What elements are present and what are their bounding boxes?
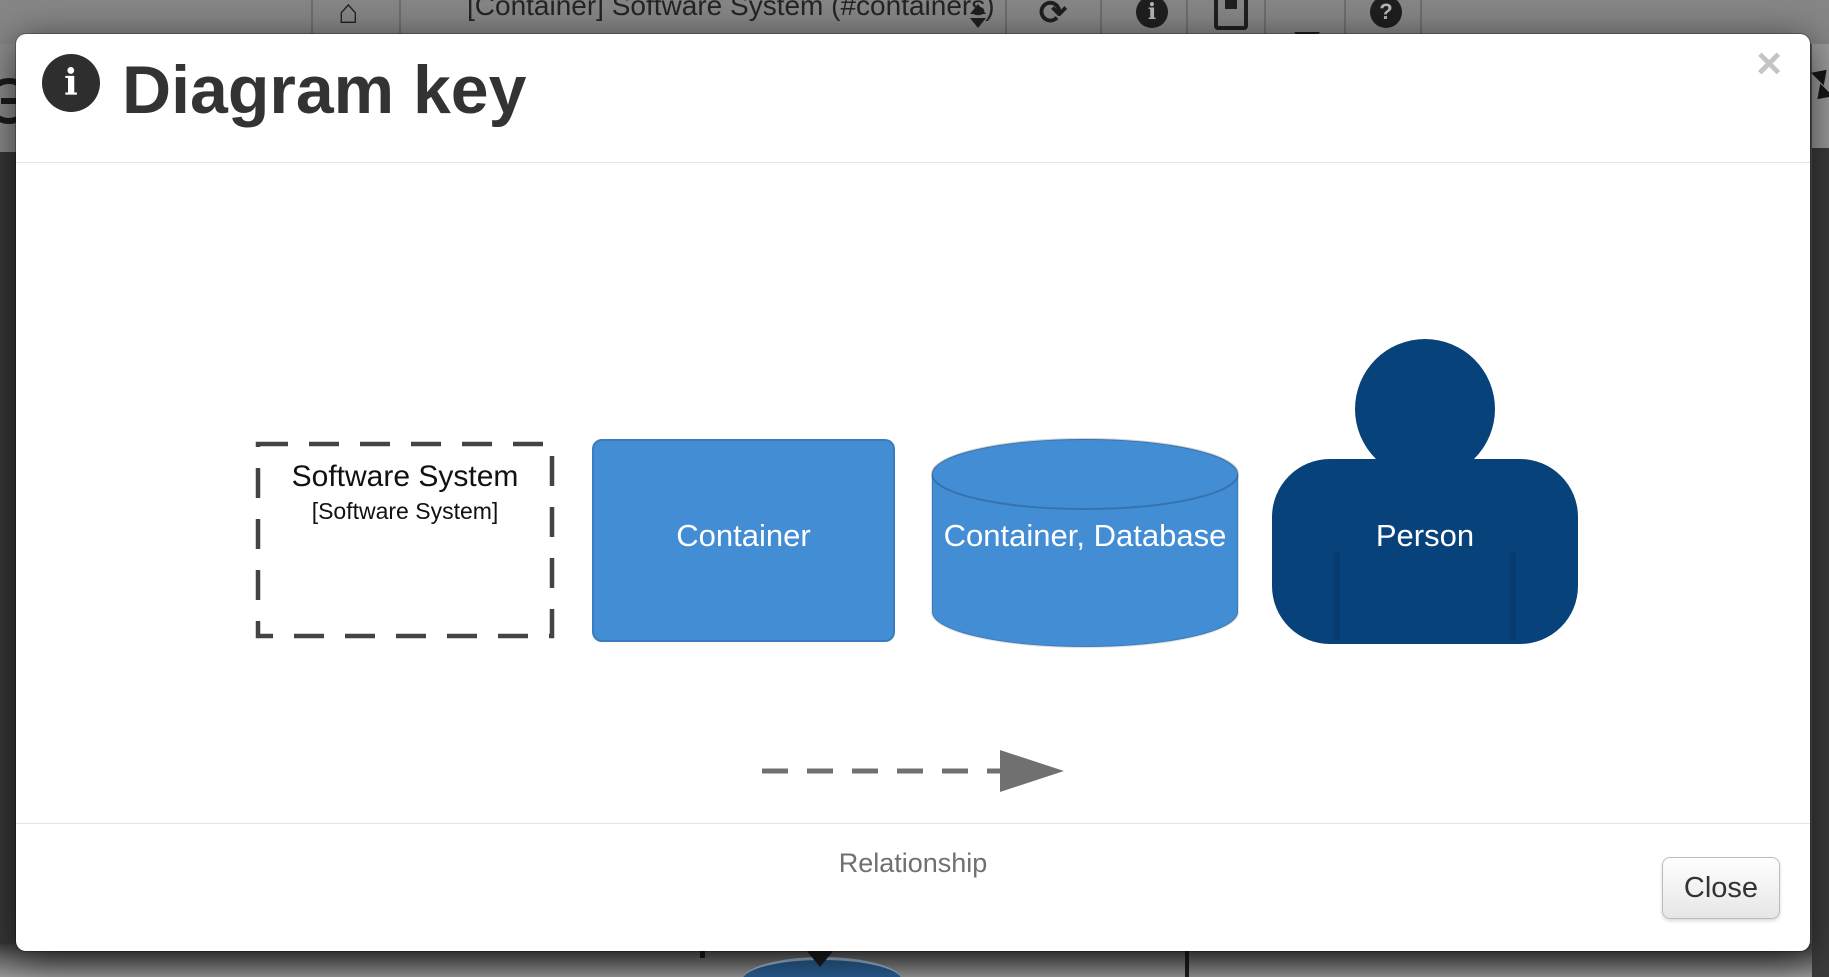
key-shape-container <box>592 439 895 642</box>
modal-body: Software System [Software System] Contai… <box>16 163 1810 878</box>
key-label-person: Person <box>1375 518 1475 553</box>
dashed-box <box>255 441 555 639</box>
modal-footer: Close <box>16 823 1810 952</box>
sort-caret-icon[interactable] <box>968 2 988 42</box>
key-shape-software-system <box>255 441 555 639</box>
save-icon[interactable] <box>1214 0 1248 30</box>
toolbar-separator <box>399 0 401 44</box>
key-label-database: Container, Database <box>943 518 1227 553</box>
help-icon[interactable]: ? <box>1370 0 1402 28</box>
info-icon[interactable]: i <box>1136 0 1168 28</box>
info-circle-icon: i <box>42 54 100 112</box>
key-shape-database <box>930 437 1240 649</box>
toolbar-separator <box>1100 0 1102 44</box>
refresh-icon[interactable]: ⟳ <box>1038 0 1068 32</box>
diagram-key-modal: i Diagram key × Software System [Softwar… <box>16 34 1810 951</box>
background-line <box>700 951 705 958</box>
toolbar-separator <box>1264 0 1266 44</box>
cylinder <box>931 438 1239 648</box>
person-head <box>1355 339 1495 479</box>
key-label-relationship: Relationship <box>838 848 988 878</box>
close-button[interactable]: Close <box>1662 857 1780 919</box>
close-icon[interactable]: × <box>1756 39 1782 88</box>
toolbar-separator <box>1420 0 1422 44</box>
key-relationship-arrow <box>760 748 1080 794</box>
toolbar-separator <box>1344 0 1346 44</box>
background-line <box>1185 951 1189 977</box>
person-body <box>1272 459 1578 644</box>
toolbar-separator <box>311 0 313 44</box>
toolbar-separator <box>1005 0 1007 44</box>
toolbar-separator <box>1186 0 1188 44</box>
background-arrowhead <box>806 950 834 967</box>
dashed-arrow <box>762 750 1064 792</box>
modal-header: i Diagram key × <box>16 34 1810 163</box>
background-right-edge <box>1811 44 1829 977</box>
diagram-selector-label[interactable]: [Container] Software System (#containers… <box>467 0 995 21</box>
background-left-edge <box>0 44 32 977</box>
home-icon[interactable]: ⌂ <box>338 0 359 31</box>
key-label-container: Container <box>676 518 811 553</box>
modal-title: Diagram key <box>122 52 527 128</box>
key-shape-person <box>1272 339 1578 644</box>
key-label-software-system: Software System [Software System] <box>291 460 519 524</box>
